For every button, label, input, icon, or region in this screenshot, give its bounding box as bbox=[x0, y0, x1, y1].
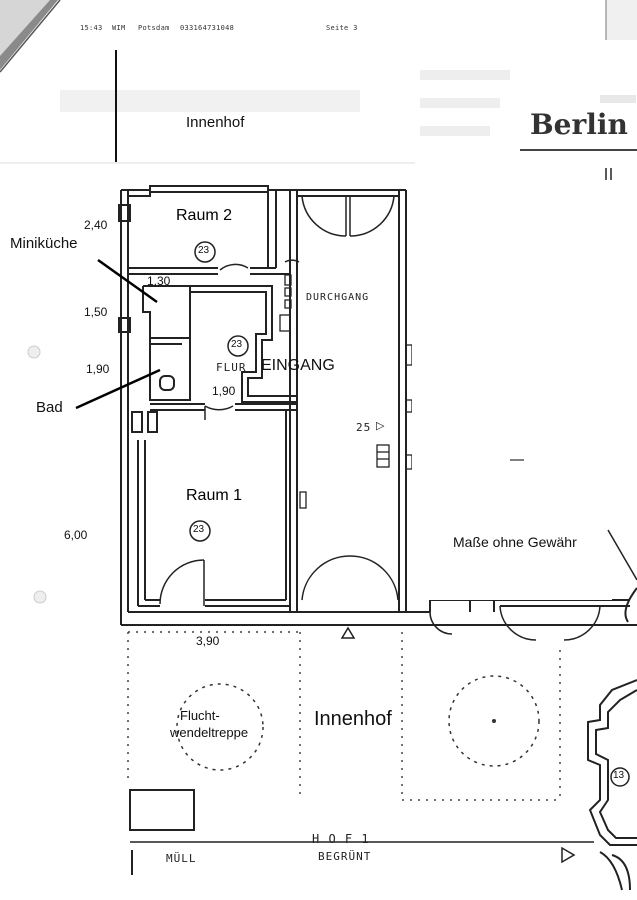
durchgang-label: DURCHGANG bbox=[306, 292, 370, 303]
room-number-flur: 23 bbox=[231, 339, 243, 350]
bad-pointer bbox=[75, 368, 161, 410]
yard-tree-circle bbox=[448, 675, 540, 767]
yard-lines bbox=[127, 631, 561, 801]
dimension-6-00: 6,00 bbox=[64, 528, 88, 542]
right-building-fragment bbox=[587, 587, 637, 891]
muell-label: MÜLL bbox=[166, 852, 197, 865]
minikueche-pointer bbox=[97, 258, 158, 304]
flucht-label-line1: Flucht- bbox=[180, 708, 220, 723]
right-edge-shadow bbox=[606, 0, 637, 40]
room-number-raum1: 23 bbox=[193, 524, 205, 535]
minikueche-label: Miniküche bbox=[10, 235, 78, 252]
mark-25-label: 25 bbox=[356, 421, 372, 434]
room-number-yard-right: 13 bbox=[613, 770, 625, 781]
room-number-raum2: 23 bbox=[198, 245, 210, 256]
bad-label: Bad bbox=[36, 399, 63, 416]
room-number-circle-raum2 bbox=[194, 241, 216, 263]
fax-page: Seite 3 bbox=[326, 24, 358, 32]
begruent-label: BEGRÜNT bbox=[318, 850, 372, 863]
durchgang-fixtures bbox=[279, 274, 413, 509]
raum1-label: Raum 1 bbox=[186, 487, 243, 504]
letterhead-city: Berlin bbox=[530, 108, 628, 141]
eingang-label: EINGANG bbox=[261, 357, 335, 374]
arrow-25-icon: ▷ bbox=[376, 420, 385, 432]
dimension-1-90-left: 1,90 bbox=[86, 362, 110, 376]
fax-city: Potsdam bbox=[138, 24, 170, 32]
muell-container bbox=[129, 789, 195, 831]
innenhof-yard-label: Innenhof bbox=[314, 708, 392, 730]
flucht-label-line2: wendeltreppe bbox=[170, 725, 249, 740]
innenhof-top-label: Innenhof bbox=[186, 114, 245, 131]
faded-letterhead bbox=[60, 70, 636, 136]
folded-corner bbox=[0, 0, 61, 73]
yard-arrow bbox=[340, 626, 356, 639]
dimension-1-90-bottom: 1,90 bbox=[212, 384, 236, 398]
dimension-2-40: 2,40 bbox=[84, 218, 108, 232]
raum2-label: Raum 2 bbox=[176, 207, 233, 224]
fluchtwendeltreppe-circle bbox=[176, 683, 264, 771]
room-number-circle-raum1 bbox=[189, 520, 211, 542]
door-swings bbox=[159, 195, 601, 641]
yard-right-circle bbox=[610, 767, 630, 787]
erased-area bbox=[412, 168, 612, 600]
flur-label: FLUR bbox=[216, 361, 247, 374]
dimension-1-50: 1,50 bbox=[84, 305, 108, 319]
fax-sender: WIM bbox=[112, 24, 126, 32]
hof-label: H O F 1 bbox=[312, 832, 370, 846]
masse-label: Maße ohne Gewähr bbox=[453, 534, 577, 550]
dimension-1-30: 1,30 bbox=[147, 274, 171, 288]
fax-phone: 033164731048 bbox=[180, 24, 235, 32]
dimension-3-90: 3,90 bbox=[196, 634, 220, 648]
fax-time: 15:43 bbox=[80, 24, 103, 32]
room-number-circle-flur bbox=[227, 335, 249, 357]
